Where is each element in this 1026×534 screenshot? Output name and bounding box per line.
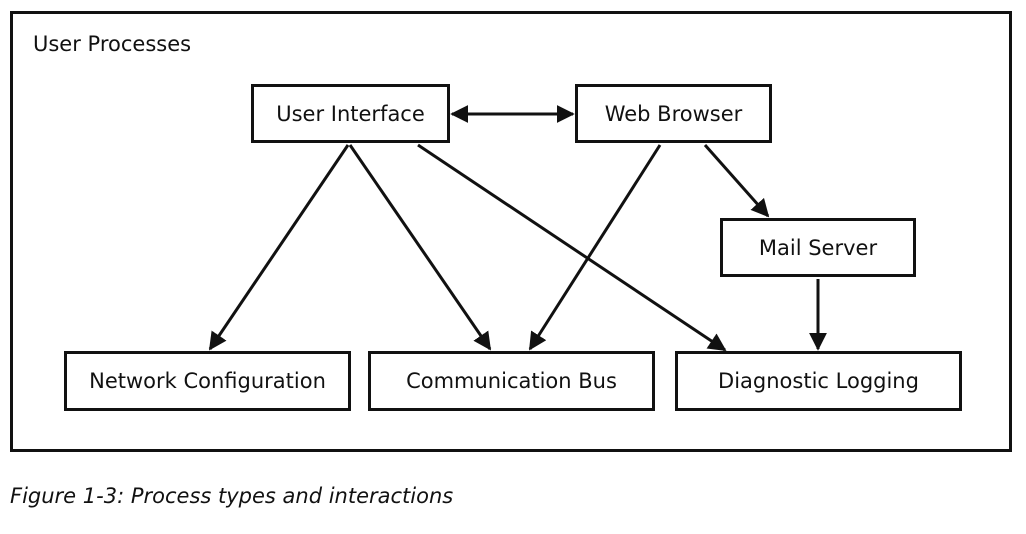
arrow-ui-diagnostic-logging (417, 143, 727, 352)
user-interface-node: User Interface (251, 84, 450, 143)
figure-caption: Figure 1-3: Process types and interactio… (10, 484, 454, 508)
arrow-ui-network-configuration (208, 144, 350, 351)
web-browser-node: Web Browser (575, 84, 772, 143)
user-processes-frame (10, 11, 1012, 452)
network-configuration-label: Network Configuration (89, 369, 326, 393)
user-processes-label: User Processes (33, 32, 192, 56)
diagnostic-logging-node: Diagnostic Logging (675, 351, 962, 411)
communication-bus-node: Communication Bus (368, 351, 655, 411)
communication-bus-label: Communication Bus (406, 369, 617, 393)
arrow-web-browser-communication-bus (528, 144, 662, 351)
network-configuration-node: Network Configuration (64, 351, 351, 411)
user-interface-label: User Interface (276, 101, 425, 126)
diagnostic-logging-label: Diagnostic Logging (718, 369, 919, 393)
web-browser-label: Web Browser (604, 101, 743, 126)
mail-server-node: Mail Server (720, 218, 916, 277)
arrow-web-browser-mail-server (703, 144, 770, 218)
arrow-ui-communication-bus (348, 144, 492, 351)
mail-server-label: Mail Server (758, 235, 878, 260)
